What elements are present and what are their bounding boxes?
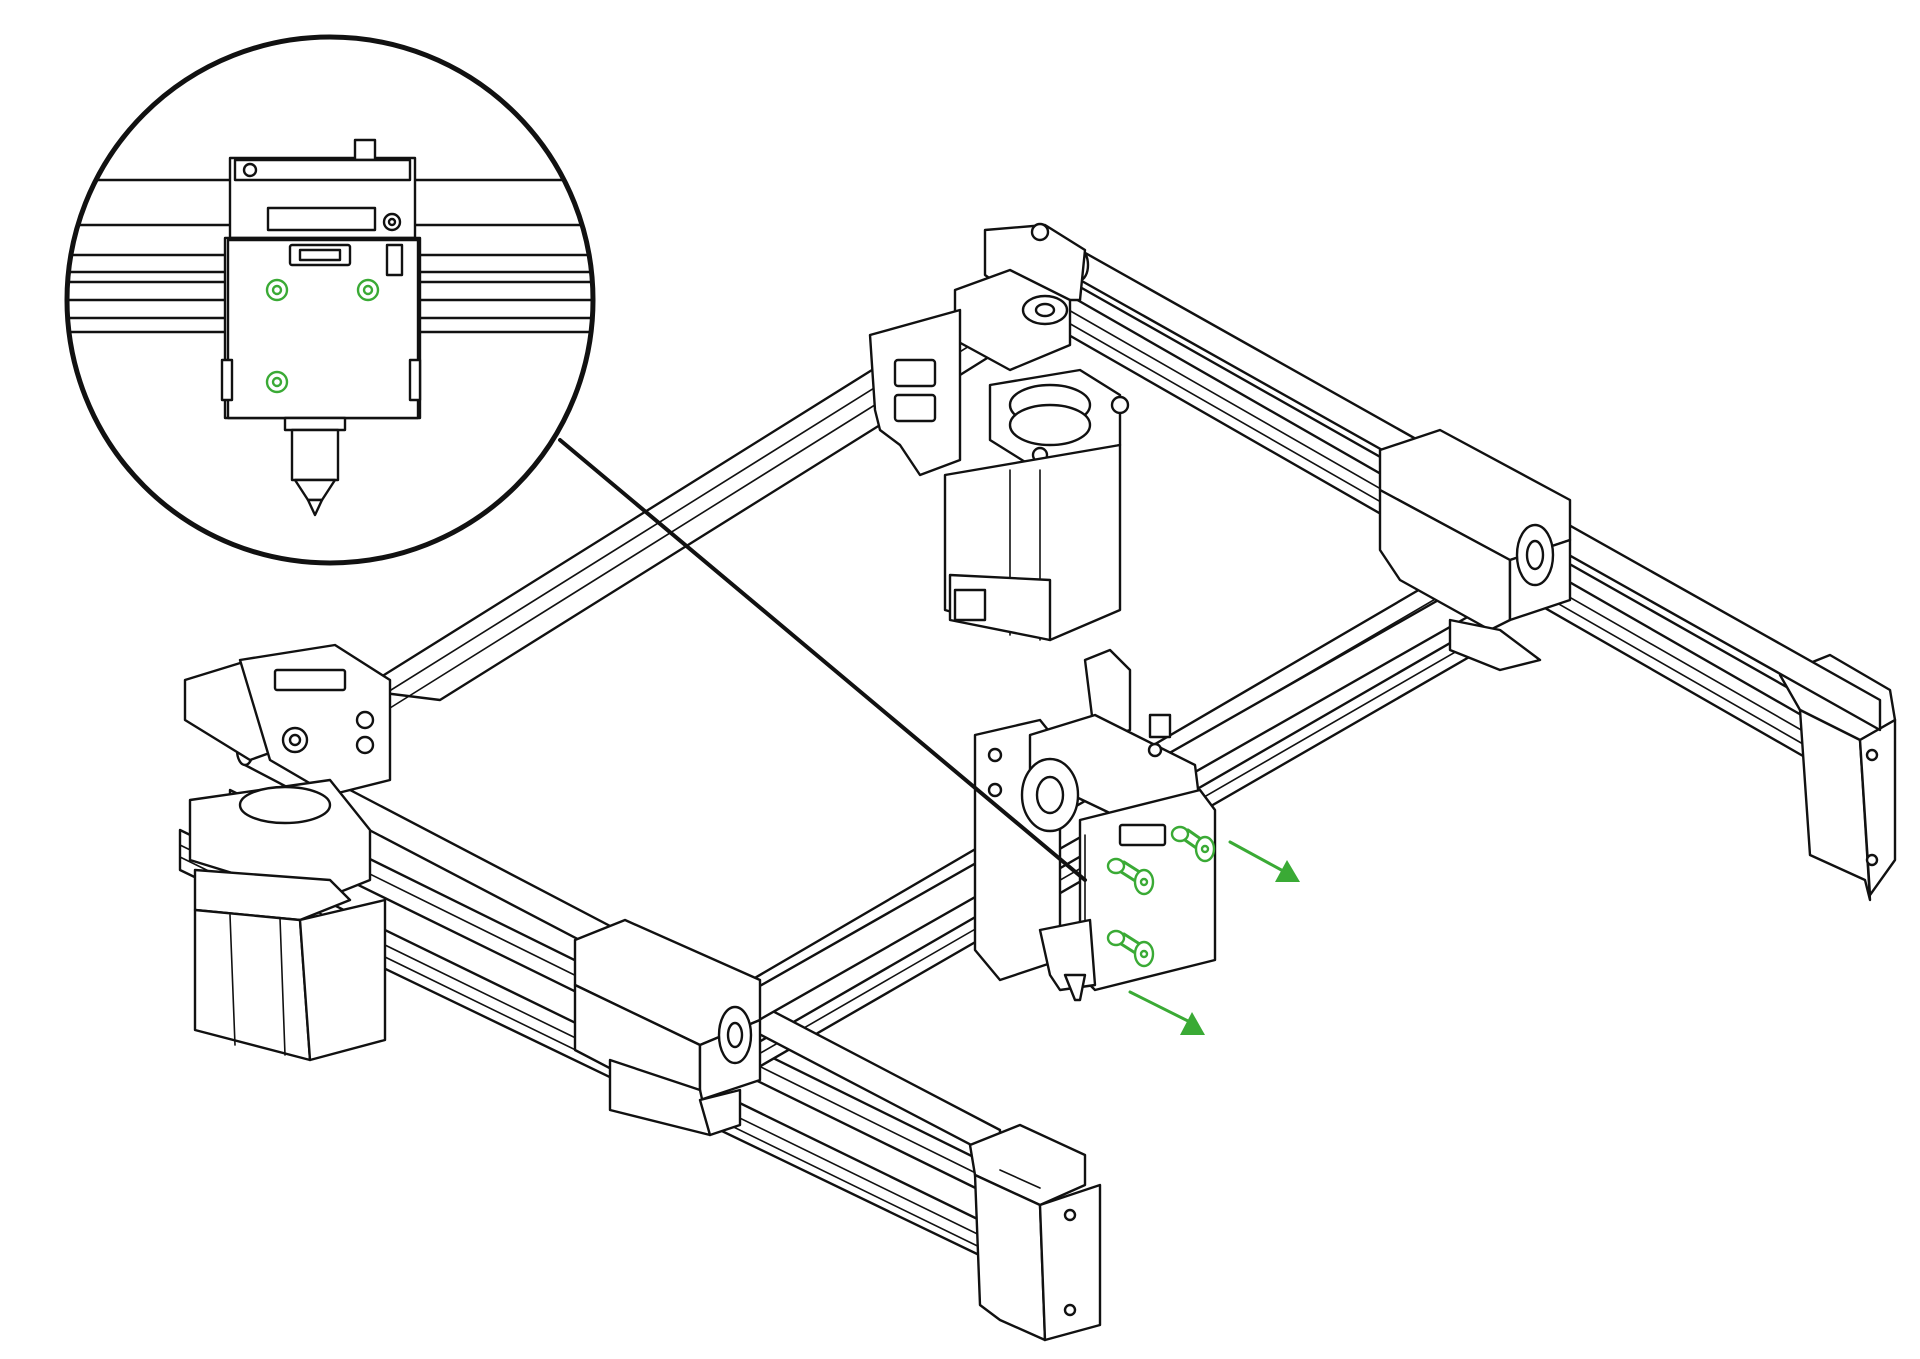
- screw-1: [1170, 825, 1216, 863]
- removal-arrows: [1128, 840, 1300, 1035]
- inset-carriage-top: [228, 138, 417, 240]
- right-corner-block: [1378, 428, 1572, 672]
- inset-screws: [265, 278, 380, 394]
- print-head-carriage: [973, 648, 1217, 1002]
- arrow-upper: [1228, 840, 1300, 882]
- front-end-cap: [968, 1123, 1102, 1342]
- screw-3: [1106, 929, 1155, 968]
- inset-border: [64, 34, 596, 566]
- screw-2: [1106, 857, 1155, 896]
- arrow-lower: [1128, 990, 1205, 1035]
- removed-screws: [1106, 825, 1216, 968]
- rear-motor-assembly: [868, 222, 1130, 642]
- detail-view-inset: [64, 34, 596, 566]
- front-slider-block: [573, 918, 762, 1137]
- detail-leader-line: [558, 438, 1087, 882]
- left-motor-assembly: [183, 643, 392, 1062]
- inset-hotend-block: [220, 236, 422, 420]
- inset-nozzle: [283, 416, 347, 517]
